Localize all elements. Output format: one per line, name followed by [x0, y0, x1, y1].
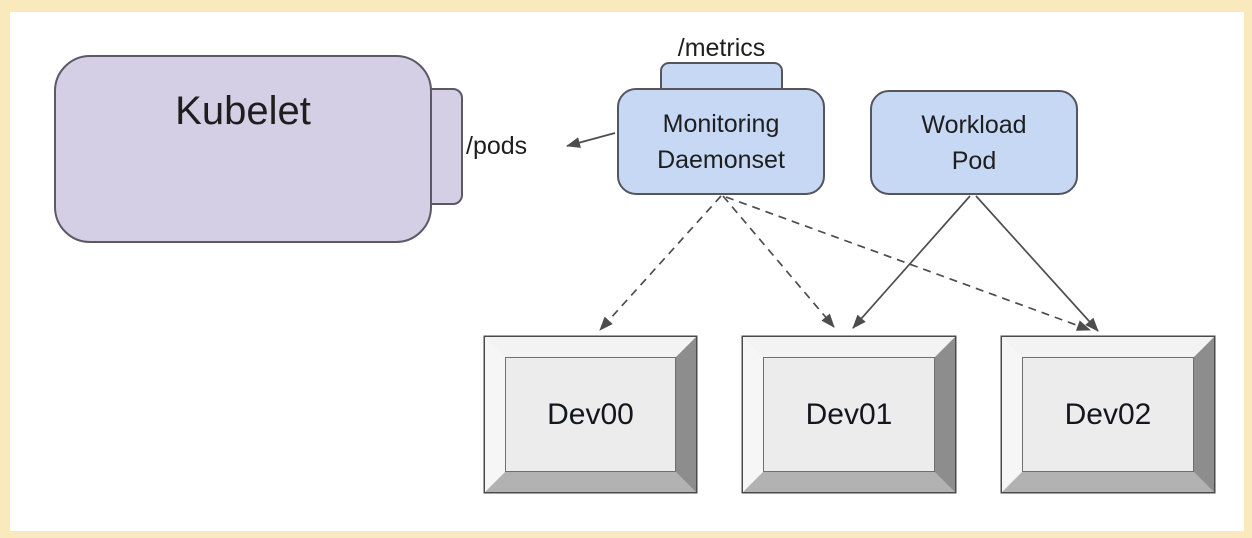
workload-label-line2: Pod: [951, 146, 997, 175]
workload-pod-node: Workload Pod: [870, 90, 1078, 195]
device-label: Dev01: [805, 397, 893, 431]
metrics-endpoint-label: /metrics: [677, 34, 766, 62]
device-face: Dev02: [1022, 357, 1194, 472]
device-face: Dev01: [763, 357, 935, 472]
device-face: Dev00: [505, 357, 676, 472]
edge-monitoring-to-pods: [566, 132, 616, 148]
device-label: Dev02: [1064, 397, 1152, 431]
monitoring-label-line1: Monitoring: [662, 109, 780, 138]
device-node-dev00: Dev00: [485, 337, 696, 492]
workload-label-line1: Workload: [921, 110, 1027, 139]
kubelet-node: Kubelet: [54, 55, 432, 243]
kubelet-label: Kubelet: [175, 89, 311, 133]
edge-monitoring-to-dev00: [599, 195, 722, 331]
edge-monitoring-to-dev02: [725, 196, 1091, 331]
device-label: Dev00: [547, 397, 634, 431]
edge-workload-to-dev01: [852, 195, 971, 329]
edge-monitoring-to-dev01: [722, 195, 835, 328]
monitoring-daemonset-node: Monitoring Daemonset: [617, 88, 825, 195]
edge-workload-to-dev02: [975, 195, 1099, 332]
monitoring-label-line2: Daemonset: [657, 145, 785, 174]
device-node-dev02: Dev02: [1002, 337, 1214, 492]
device-node-dev01: Dev01: [743, 337, 955, 492]
pods-endpoint-label: /pods: [466, 132, 528, 160]
